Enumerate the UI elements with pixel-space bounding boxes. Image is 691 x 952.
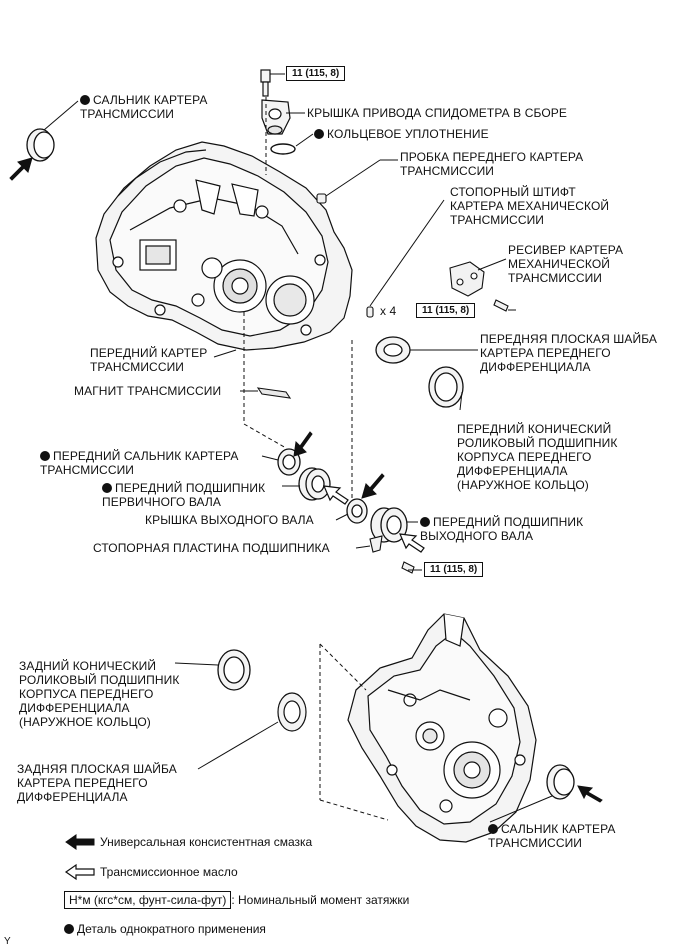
output-shaft-cover-part	[346, 498, 368, 524]
corner-mark: Y	[4, 936, 11, 947]
label-speedometer-cover: КРЫШКА ПРИВОДА СПИДОМЕТРА В СБОРЕ	[307, 106, 567, 120]
legend-grease-arrow	[65, 834, 95, 850]
label-o-ring: КОЛЬЦЕВОЕ УПЛОТНЕНИЕ	[314, 127, 489, 141]
grease-arrows	[9, 157, 603, 803]
legend-gear-oil-arrow	[64, 863, 95, 881]
torque-box-receiver: 11 (115, 8)	[416, 303, 476, 318]
non-reusable-dot	[40, 451, 50, 461]
legend-non-reusable: Деталь однократного применения	[64, 922, 266, 936]
gear-oil-arrows	[323, 485, 425, 553]
label-front-case-plug: ПРОБКА ПЕРЕДНЕГО КАРТЕРА ТРАНСМИССИИ	[400, 150, 584, 178]
torque-box-lock-plate: 11 (115, 8)	[424, 562, 484, 577]
assembly-lines	[243, 97, 389, 821]
label-oil-seal-top: САЛЬНИК КАРТЕРА ТРАНСМИССИИ	[80, 93, 208, 121]
front-plate-washer-part	[375, 336, 411, 364]
label-pin-count: x 4	[380, 304, 397, 318]
rear-plate-washer-part	[277, 692, 307, 732]
case-receiver-part	[449, 261, 509, 312]
label-output-shaft-cover: КРЫШКА ВЫХОДНОГО ВАЛА	[145, 513, 314, 527]
legend-grease: Универсальная консистентная смазка	[100, 835, 313, 849]
leader-lines	[43, 73, 553, 823]
o-ring-part	[270, 143, 296, 155]
front-transmission-case	[95, 141, 353, 351]
non-reusable-dot	[80, 95, 90, 105]
legend-torque-desc: : Номинальный момент затяжки	[231, 893, 410, 907]
front-case-plug-part	[316, 193, 327, 204]
straight-pin-part	[366, 306, 374, 318]
label-rear-taper-bearing: ЗАДНИЙ КОНИЧЕСКИЙ РОЛИКОВЫЙ ПОДШИПНИК КО…	[19, 659, 180, 729]
legend-torque: Н*м (кгс*см, фунт-сила-фут): Номинальный…	[64, 891, 410, 909]
label-front-taper-bearing: ПЕРЕДНИЙ КОНИЧЕСКИЙ РОЛИКОВЫЙ ПОДШИПНИК …	[457, 422, 618, 492]
legend-gear-oil: Трансмиссионное масло	[100, 865, 238, 879]
label-case-receiver: РЕСИВЕР КАРТЕРА МЕХАНИЧЕСКОЙ ТРАНСМИССИИ	[508, 243, 624, 285]
rear-transmission-case	[347, 613, 537, 843]
input-bearing-part	[298, 467, 331, 501]
non-reusable-dot	[102, 483, 112, 493]
label-input-bearing: ПЕРЕДНИЙ ПОДШИПНИК ПЕРВИЧНОГО ВАЛА	[102, 481, 266, 509]
label-output-bearing: ПЕРЕДНИЙ ПОДШИПНИК ВЫХОДНОГО ВАЛА	[420, 515, 584, 543]
legend-torque-box: Н*м (кгс*см, фунт-сила-фут)	[64, 891, 232, 909]
non-reusable-dot	[420, 517, 430, 527]
oil-seal-bottom-part	[546, 764, 575, 800]
label-front-oil-seal: ПЕРЕДНИЙ САЛЬНИК КАРТЕРА ТРАНСМИССИИ	[40, 449, 239, 477]
non-reusable-dot	[488, 824, 498, 834]
label-front-plate-washer: ПЕРЕДНЯЯ ПЛОСКАЯ ШАЙБА КАРТЕРА ПЕРЕДНЕГО…	[480, 332, 658, 374]
label-bearing-lock-plate: СТОПОРНАЯ ПЛАСТИНА ПОДШИПНИКА	[93, 541, 330, 555]
label-magnet: МАГНИТ ТРАНСМИССИИ	[74, 384, 222, 398]
non-reusable-dot	[314, 129, 324, 139]
speedometer-cover-part	[260, 69, 291, 135]
non-reusable-dot	[64, 924, 74, 934]
torque-box-speedometer: 11 (115, 8)	[286, 66, 346, 81]
label-front-case: ПЕРЕДНИЙ КАРТЕР ТРАНСМИССИИ	[90, 346, 208, 374]
label-straight-pin: СТОПОРНЫЙ ШТИФТ КАРТЕРА МЕХАНИЧЕСКОЙ ТРА…	[450, 185, 610, 227]
front-taper-bearing-part	[428, 366, 464, 408]
label-oil-seal-bottom: САЛЬНИК КАРТЕРА ТРАНСМИССИИ	[488, 822, 616, 850]
oil-seal-top-part	[26, 128, 55, 162]
magnet-part	[256, 387, 292, 399]
rear-taper-bearing-part	[217, 649, 251, 691]
label-rear-plate-washer: ЗАДНЯЯ ПЛОСКАЯ ШАЙБА КАРТЕРА ПЕРЕДНЕГО Д…	[17, 762, 177, 804]
